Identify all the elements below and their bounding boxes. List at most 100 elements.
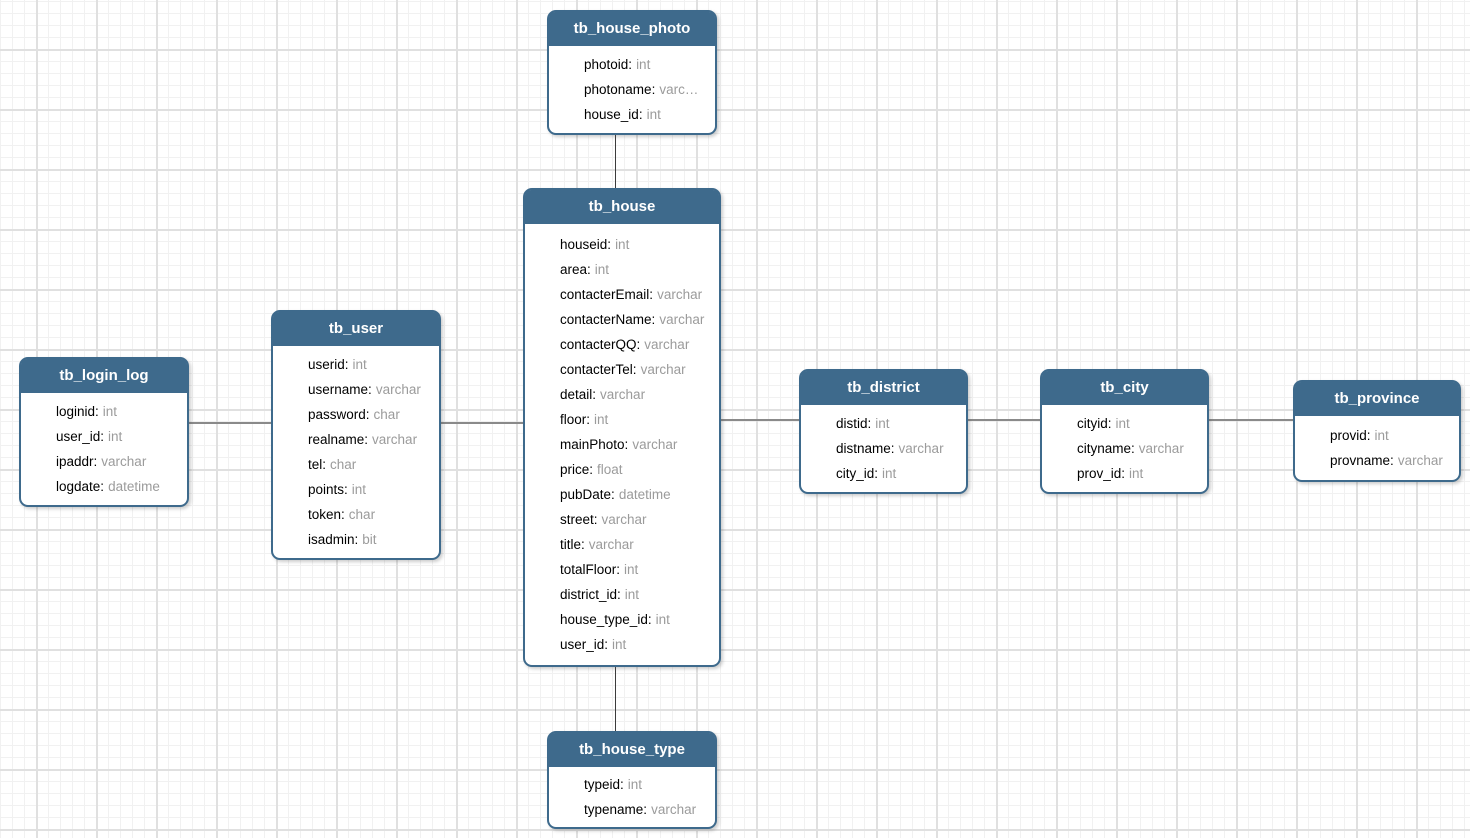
entity-tb_city[interactable]: tb_city cityidint citynamevarchar prov_i… bbox=[1040, 369, 1209, 494]
connector-tb_house-tb_district[interactable] bbox=[721, 419, 799, 421]
connector-tb_house-tb_house_type[interactable] bbox=[615, 665, 616, 731]
field-row-street[interactable]: streetvarchar bbox=[525, 507, 719, 532]
field-row-price[interactable]: price float bbox=[525, 457, 719, 482]
entity-header[interactable]: tb_login_log bbox=[21, 359, 187, 393]
field-row-title[interactable]: titlevarchar bbox=[525, 532, 719, 557]
field-name: price bbox=[560, 462, 593, 477]
field-row-prov_id[interactable]: prov_id int bbox=[1042, 461, 1207, 486]
field-row-city_id[interactable]: city_idint bbox=[801, 461, 966, 486]
field-row-contacterName[interactable]: contacterNamevarchar bbox=[525, 307, 719, 332]
field-row-provname[interactable]: provnamevarchar bbox=[1295, 448, 1459, 473]
entity-title: tb_district bbox=[847, 379, 920, 396]
field-row-username[interactable]: usernamevarchar bbox=[273, 377, 439, 402]
entity-tb_house_photo[interactable]: tb_house_photo photoidint photoname varc…… bbox=[547, 10, 717, 135]
field-row-distid[interactable]: distidint bbox=[801, 411, 966, 436]
field-name: tel bbox=[308, 457, 326, 472]
field-type: char bbox=[373, 407, 400, 422]
field-row-distname[interactable]: distnamevarchar bbox=[801, 436, 966, 461]
entity-tb_district[interactable]: tb_district distidint distnamevarchar ci… bbox=[799, 369, 968, 494]
field-type: int bbox=[352, 357, 367, 372]
field-type: varchar bbox=[1397, 453, 1443, 468]
field-name: totalFloor bbox=[560, 562, 620, 577]
entity-header[interactable]: tb_house_photo bbox=[549, 12, 715, 46]
field-row-password[interactable]: passwordchar bbox=[273, 402, 439, 427]
field-row-mainPhoto[interactable]: mainPhotovarchar bbox=[525, 432, 719, 457]
field-row-cityid[interactable]: cityidint bbox=[1042, 411, 1207, 436]
field-row-totalFloor[interactable]: totalFloor int bbox=[525, 557, 719, 582]
field-type: int bbox=[1129, 466, 1144, 481]
field-row-points[interactable]: pointsint bbox=[273, 477, 439, 502]
field-row-floor[interactable]: floorint bbox=[525, 407, 719, 432]
field-row-contacterTel[interactable]: contacterTelvarchar bbox=[525, 357, 719, 382]
field-name: photoname bbox=[584, 82, 655, 97]
entity-header[interactable]: tb_city bbox=[1042, 371, 1207, 405]
field-row-logdate[interactable]: logdatedatetime bbox=[21, 474, 187, 499]
entity-header[interactable]: tb_house_type bbox=[549, 733, 715, 767]
field-name: prov_id bbox=[1077, 466, 1125, 481]
field-row-token[interactable]: tokenchar bbox=[273, 502, 439, 527]
field-row-houseid[interactable]: houseidint bbox=[525, 232, 719, 257]
entity-tb_house[interactable]: tb_house houseidint areaint contacterEma… bbox=[523, 188, 721, 667]
connector-tb_user-tb_house[interactable] bbox=[441, 422, 523, 424]
field-type: varchar bbox=[601, 512, 647, 527]
field-row-contacterEmail[interactable]: contacterEmailvarchar bbox=[525, 282, 719, 307]
field-row-photoid[interactable]: photoidint bbox=[549, 52, 715, 77]
field-name: realname bbox=[308, 432, 368, 447]
connector-tb_district-tb_city[interactable] bbox=[968, 419, 1040, 421]
field-type: datetime bbox=[108, 479, 160, 494]
entity-header[interactable]: tb_province bbox=[1295, 382, 1459, 416]
field-name: district_id bbox=[560, 587, 621, 602]
field-name: mainPhoto bbox=[560, 437, 628, 452]
field-type: char bbox=[348, 507, 376, 522]
field-type: int bbox=[627, 777, 643, 792]
entity-tb_login_log[interactable]: tb_login_log loginidint user_idint ipadd… bbox=[19, 357, 189, 507]
field-type: bit bbox=[362, 532, 377, 547]
field-name: photoid bbox=[584, 57, 632, 72]
entity-header[interactable]: tb_house bbox=[525, 190, 719, 224]
field-row-loginid[interactable]: loginidint bbox=[21, 399, 187, 424]
entity-tb_house_type[interactable]: tb_house_type typeidint typenamevarchar bbox=[547, 731, 717, 829]
connector-tb_login_log-tb_user[interactable] bbox=[189, 422, 271, 424]
field-row-provid[interactable]: providint bbox=[1295, 423, 1459, 448]
field-row-cityname[interactable]: citynamevarchar bbox=[1042, 436, 1207, 461]
field-row-isadmin[interactable]: isadminbit bbox=[273, 527, 439, 552]
entity-title: tb_house_type bbox=[579, 741, 685, 758]
field-type: int bbox=[624, 562, 639, 577]
field-type: varc… bbox=[659, 82, 699, 97]
field-row-tel[interactable]: telchar bbox=[273, 452, 439, 477]
field-type: float bbox=[597, 462, 623, 477]
field-row-area[interactable]: areaint bbox=[525, 257, 719, 282]
field-row-typename[interactable]: typenamevarchar bbox=[549, 797, 715, 822]
field-row-photoname[interactable]: photoname varc… bbox=[549, 77, 715, 102]
field-row-detail[interactable]: detailvarchar bbox=[525, 382, 719, 407]
field-type: int bbox=[351, 482, 367, 497]
entity-body: providint provnamevarchar bbox=[1295, 416, 1459, 480]
field-row-typeid[interactable]: typeidint bbox=[549, 772, 715, 797]
field-row-user_id[interactable]: user_idint bbox=[21, 424, 187, 449]
field-type: varchar bbox=[657, 287, 703, 302]
field-type: int bbox=[594, 262, 610, 277]
field-row-userid[interactable]: useridint bbox=[273, 352, 439, 377]
entity-tb_user[interactable]: tb_user useridint usernamevarchar passwo… bbox=[271, 310, 441, 560]
entity-header[interactable]: tb_user bbox=[273, 312, 439, 346]
entity-tb_province[interactable]: tb_province providint provnamevarchar bbox=[1293, 380, 1461, 482]
entity-body: cityidint citynamevarchar prov_id int bbox=[1042, 405, 1207, 492]
field-type: int bbox=[108, 429, 123, 444]
field-row-house_id[interactable]: house_idint bbox=[549, 102, 715, 127]
connector-tb_house_photo-tb_house[interactable] bbox=[615, 133, 616, 188]
field-row-realname[interactable]: realnamevarchar bbox=[273, 427, 439, 452]
field-type: varchar bbox=[640, 362, 686, 377]
field-type: datetime bbox=[618, 487, 671, 502]
field-row-contacterQQ[interactable]: contacterQQvarchar bbox=[525, 332, 719, 357]
entity-header[interactable]: tb_district bbox=[801, 371, 966, 405]
field-name: token bbox=[308, 507, 345, 522]
field-row-ipaddr[interactable]: ipaddrvarchar bbox=[21, 449, 187, 474]
field-row-district_id[interactable]: district_idint bbox=[525, 582, 719, 607]
field-row-pubDate[interactable]: pubDatedatetime bbox=[525, 482, 719, 507]
connector-tb_city-tb_province[interactable] bbox=[1209, 419, 1293, 421]
field-row-user_id[interactable]: user_idint bbox=[525, 632, 719, 657]
field-name: cityid bbox=[1077, 416, 1112, 431]
field-name: houseid bbox=[560, 237, 611, 252]
field-row-house_type_id[interactable]: house_type_idint bbox=[525, 607, 719, 632]
